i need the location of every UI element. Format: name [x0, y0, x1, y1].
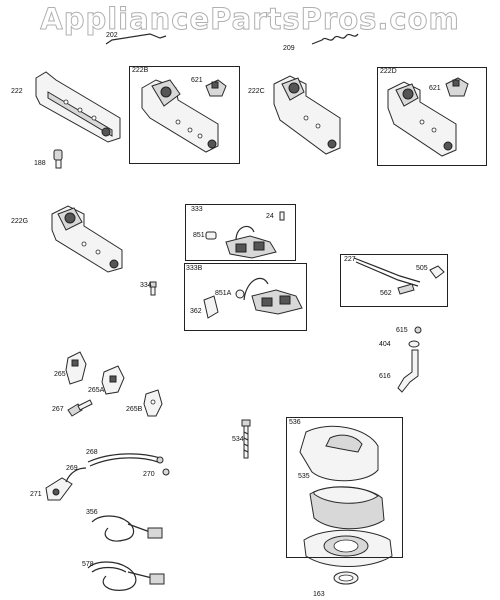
- part-265A-clamp: [101, 365, 125, 395]
- group-box-222B: [129, 66, 240, 164]
- callout-202: 202: [106, 32, 118, 39]
- callout-268: 268: [86, 449, 98, 456]
- callout-270: 270: [143, 471, 155, 478]
- callout-615: 615: [396, 327, 408, 334]
- callout-621-b: 621: [429, 85, 441, 92]
- callout-265: 265: [54, 371, 66, 378]
- callout-267: 267: [52, 406, 64, 413]
- part-209-spring: [311, 33, 359, 45]
- part-615-nut: [414, 326, 422, 334]
- callout-269: 269: [66, 465, 78, 472]
- part-202-link-wire: [105, 33, 167, 45]
- callout-851A: 851A: [215, 290, 232, 297]
- part-270-nut: [162, 468, 170, 476]
- watermark-logo: AppliancePartsPros.com: [40, 2, 460, 37]
- callout-562: 562: [380, 290, 392, 297]
- part-271-cable-control: [45, 467, 87, 501]
- callout-534: 534: [232, 436, 244, 443]
- part-535-air-filter-cover: [299, 425, 379, 482]
- callout-222B: 222B: [132, 67, 149, 74]
- part-333-ignition-armature: [225, 211, 285, 259]
- callout-616: 616: [379, 373, 391, 380]
- callout-265B: 265B: [126, 406, 143, 413]
- callout-227: 227: [344, 256, 356, 263]
- callout-404: 404: [379, 341, 391, 348]
- part-404-washer: [408, 340, 420, 348]
- part-616-lever: [397, 349, 419, 393]
- part-851-terminal: [205, 231, 217, 240]
- callout-222D: 222D: [380, 68, 397, 75]
- part-188-screw: [53, 149, 63, 169]
- part-268-control-cable: [87, 453, 164, 467]
- callout-163: 163: [313, 591, 325, 598]
- callout-851: 851: [193, 232, 205, 239]
- part-334-screw: [149, 281, 157, 296]
- callout-188: 188: [34, 160, 46, 167]
- part-227-ground-wire: [353, 257, 445, 295]
- callout-222: 222: [11, 88, 23, 95]
- group-box-222D: [377, 67, 487, 166]
- part-265-cable-clamp: [65, 351, 87, 385]
- callout-333: 333: [191, 206, 203, 213]
- callout-24: 24: [266, 213, 274, 220]
- callout-535: 535: [298, 473, 310, 480]
- callout-265A: 265A: [88, 387, 105, 394]
- group-box-333: [185, 204, 296, 261]
- callout-209: 209: [283, 45, 295, 52]
- group-box-536: [286, 417, 403, 558]
- part-265B-bracket: [143, 389, 163, 417]
- group-box-333B: [184, 263, 307, 331]
- part-578-wire-harness: [87, 561, 165, 591]
- part-222B-bracket-assembly: [141, 79, 219, 153]
- callout-362: 362: [190, 308, 202, 315]
- part-534-bolt: [241, 419, 251, 459]
- part-621-switch-b: [445, 77, 469, 97]
- part-222D-bracket-assembly: [387, 81, 457, 157]
- part-222G-bracket: [51, 205, 123, 273]
- callout-621-a: 621: [191, 77, 203, 84]
- callout-222C: 222C: [248, 88, 265, 95]
- part-621-switch-a: [205, 79, 227, 97]
- part-333B-ignition-armature: [203, 277, 303, 319]
- callout-505: 505: [416, 265, 428, 272]
- callout-271: 271: [30, 491, 42, 498]
- part-535-air-filter-element: [309, 486, 385, 530]
- part-267-screw: [67, 399, 93, 417]
- group-box-227: [340, 254, 448, 307]
- part-222C-bracket: [273, 75, 341, 155]
- callout-536: 536: [289, 419, 301, 426]
- callout-333B: 333B: [186, 265, 203, 272]
- callout-334: 334: [140, 282, 152, 289]
- callout-578: 578: [82, 561, 94, 568]
- part-356-wire-harness: [91, 515, 163, 542]
- callout-356: 356: [86, 509, 98, 516]
- part-222-control-bracket: [35, 71, 121, 143]
- part-163-gasket: [333, 571, 359, 585]
- callout-222G: 222G: [11, 218, 29, 225]
